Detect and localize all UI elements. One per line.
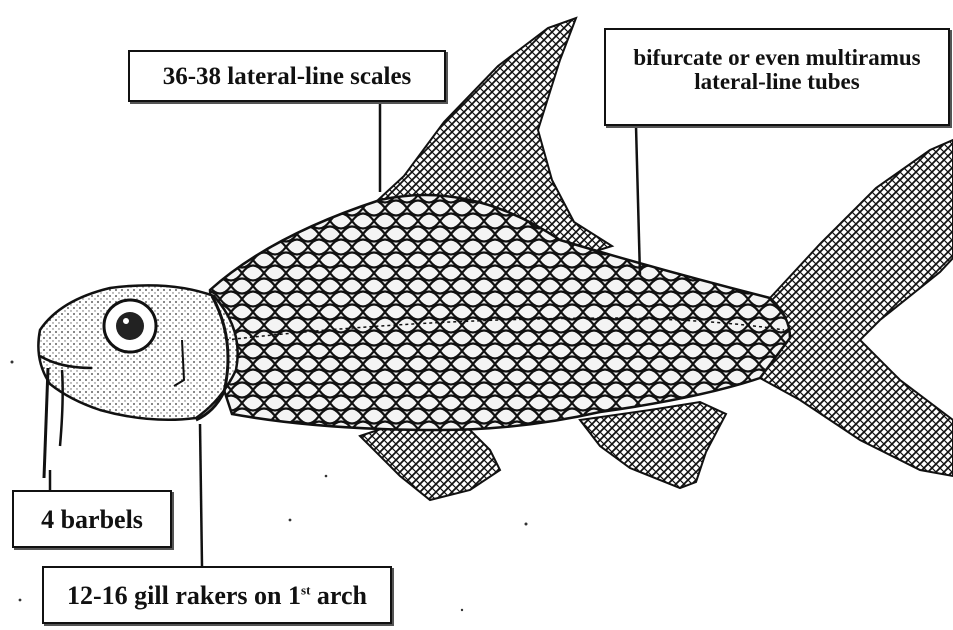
label-barbels-text: 4 barbels [41,505,143,534]
fish-body [210,195,790,430]
label-lateral-line-scales-text: 36-38 lateral-line scales [163,63,412,90]
anal-fin [580,402,726,488]
eye-pupil [116,312,144,340]
label-gill-rakers-prefix: 12-16 gill rakers on 1 [67,581,301,610]
label-lateral-line-scales: 36-38 lateral-line scales [128,50,446,102]
tail-fin [760,140,953,476]
label-gill-rakers-sup: st [301,582,310,597]
label-lateral-line-tubes: bifurcate or even multiramus lateral-lin… [604,28,950,126]
label-lateral-line-tubes-line1: bifurcate or even multiramus [614,46,940,70]
barbel-1 [44,368,48,478]
label-barbels: 4 barbels [12,490,172,548]
label-gill-rakers-suffix: arch [310,581,367,610]
leader-rakers [200,424,202,566]
label-gill-rakers: 12-16 gill rakers on 1st arch [42,566,392,624]
label-lateral-line-tubes-line2: lateral-line tubes [614,70,940,94]
leader-tubes [636,126,640,276]
